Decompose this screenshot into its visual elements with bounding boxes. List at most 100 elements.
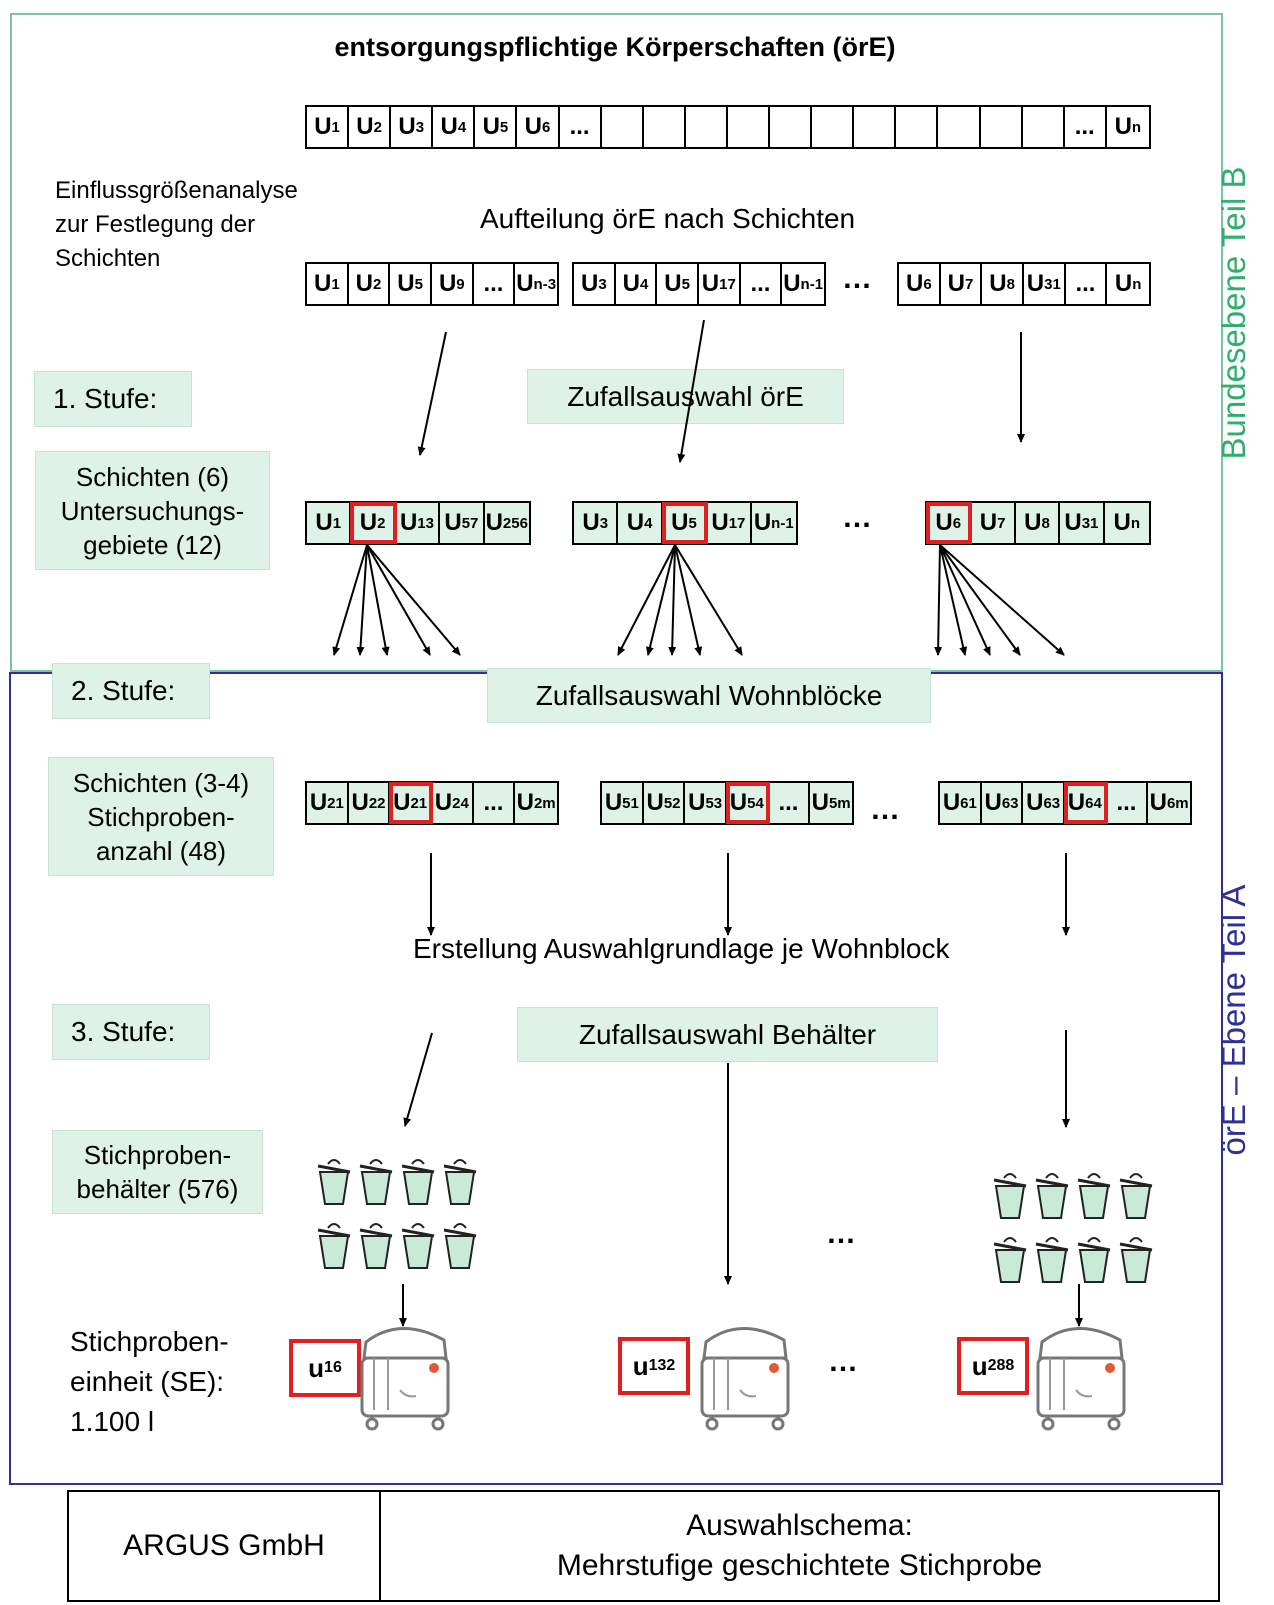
- unit-cell: ...: [1107, 783, 1149, 823]
- unit-cell: ...: [474, 264, 516, 304]
- unit-cell: [644, 107, 686, 147]
- ellipsis-stage-2: …: [870, 793, 902, 826]
- random-selection-containers: Zufallsauswahl Behälter: [517, 1007, 938, 1062]
- unit-cell: ...: [741, 264, 783, 304]
- footer-description: Auswahlschema: Mehrstufige geschichtete …: [381, 1492, 1218, 1600]
- unit-cell: [728, 107, 771, 147]
- ellipsis-stage-1: …: [842, 501, 874, 534]
- selection-basis-text: Erstellung Auswahlgrundlage je Wohnblock: [413, 933, 950, 964]
- unit-cell: [938, 107, 981, 147]
- footer-table: ARGUS GmbH Auswahlschema: Mehrstufige ge…: [67, 1490, 1220, 1602]
- unit-cell: ...: [474, 783, 516, 823]
- random-selection-oere: Zufallsauswahl örE: [527, 369, 844, 424]
- unit-cell: [686, 107, 728, 147]
- stage-2-label: 2. Stufe:: [52, 663, 210, 719]
- footer-company: ARGUS GmbH: [69, 1492, 381, 1600]
- ellipsis-containers: …: [826, 1217, 858, 1250]
- sample-unit-label: Stichproben- einheit (SE): 1.100 l: [70, 1326, 229, 1437]
- ellipsis-units: …: [828, 1345, 860, 1378]
- unit-cell: [602, 107, 644, 147]
- random-selection-blocks: Zufallsauswahl Wohnblöcke: [487, 668, 931, 723]
- unit-cell: [981, 107, 1023, 147]
- stage-1-strata-box: Schichten (6) Untersuchungs- gebiete (12…: [35, 451, 270, 570]
- unit-cell: ...: [1065, 107, 1107, 147]
- unit-cell: [812, 107, 855, 147]
- stage-1-label: 1. Stufe:: [34, 371, 192, 427]
- ellipsis-strata: …: [842, 262, 874, 295]
- stage-3-label: 3. Stufe:: [52, 1004, 210, 1060]
- unit-cell: ...: [560, 107, 602, 147]
- footer-line-1: Auswahlschema:: [686, 1509, 913, 1542]
- stage-3-containers-box: Stichproben- behälter (576): [52, 1130, 263, 1214]
- unit-cell: ...: [1066, 264, 1108, 304]
- side-label-federal: Bundesebene Teil B: [1215, 166, 1252, 460]
- unit-cell: [1023, 107, 1065, 147]
- influence-analysis-text: Einflussgrößenanalyse zur Festlegung der…: [55, 177, 298, 272]
- unit-cell: [896, 107, 939, 147]
- diagram-title: entsorgungspflichtige Körperschaften (ör…: [334, 32, 896, 62]
- unit-cell: ...: [769, 783, 811, 823]
- unit-cell: [854, 107, 897, 147]
